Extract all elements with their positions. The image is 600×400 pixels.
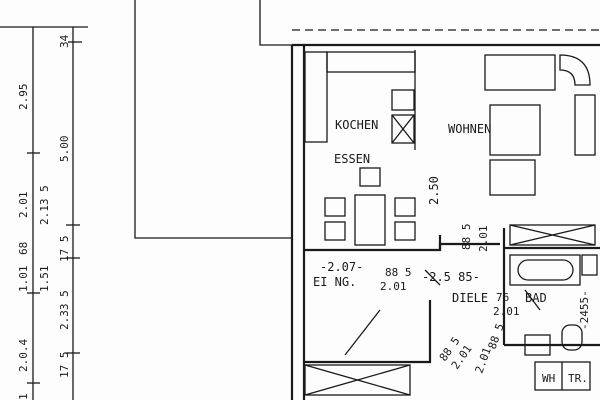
- dimension-label: 2.0.4: [17, 339, 30, 372]
- left-dimension-labels: 2.95 2.01 1.01 2.0.4 1 34 5.00 2.13 5 68…: [17, 34, 71, 400]
- label-tr: TR.: [568, 372, 588, 385]
- label-wm: WH: [542, 372, 555, 385]
- label-living: WOHNEN: [448, 122, 491, 136]
- label-kitchen: KOCHEN: [335, 118, 378, 132]
- dimension-label: 34: [58, 34, 71, 48]
- label-entrance: EI NG.: [313, 275, 356, 289]
- room-labels: KOCHEN WOHNEN ESSEN EI NG. DIELE BAD WH …: [313, 118, 588, 385]
- dimension-label: 2.95: [17, 84, 30, 111]
- dimension-label: 2.01: [380, 280, 407, 293]
- label-dining: ESSEN: [334, 152, 370, 166]
- walls: [134, 0, 600, 400]
- label-bath: BAD: [525, 291, 547, 305]
- dimension-label: 17 5: [58, 352, 71, 379]
- dimension-label: 2.33 5: [58, 290, 71, 330]
- dimension-label: 1.51: [38, 266, 51, 293]
- dimension-label: 1.01: [17, 266, 30, 293]
- dimension-label: -2455-: [578, 290, 591, 330]
- dimension-label: 2.01: [473, 346, 494, 375]
- dimension-label: 2.01: [17, 192, 30, 219]
- dimension-label: 76: [496, 291, 509, 304]
- dimension-label: 2.01: [477, 226, 490, 253]
- dimension-label: 2.50: [427, 176, 441, 205]
- dimension-label: 1: [17, 393, 30, 400]
- dimension-label: 2.13 5: [38, 185, 51, 225]
- dimension-lines: [0, 26, 88, 400]
- dimension-label: 5.00: [58, 136, 71, 163]
- dimension-label: -2.07-: [320, 260, 363, 274]
- dimension-label: 68: [17, 242, 30, 255]
- dimension-label: 88 5: [385, 266, 412, 279]
- label-hall: DIELE: [452, 291, 488, 305]
- dimension-label: 88 5: [460, 224, 473, 251]
- dimension-label: 17 5: [58, 236, 71, 263]
- dimension-label: 2.01: [493, 305, 520, 318]
- dimension-label: -2.5 85-: [422, 270, 480, 284]
